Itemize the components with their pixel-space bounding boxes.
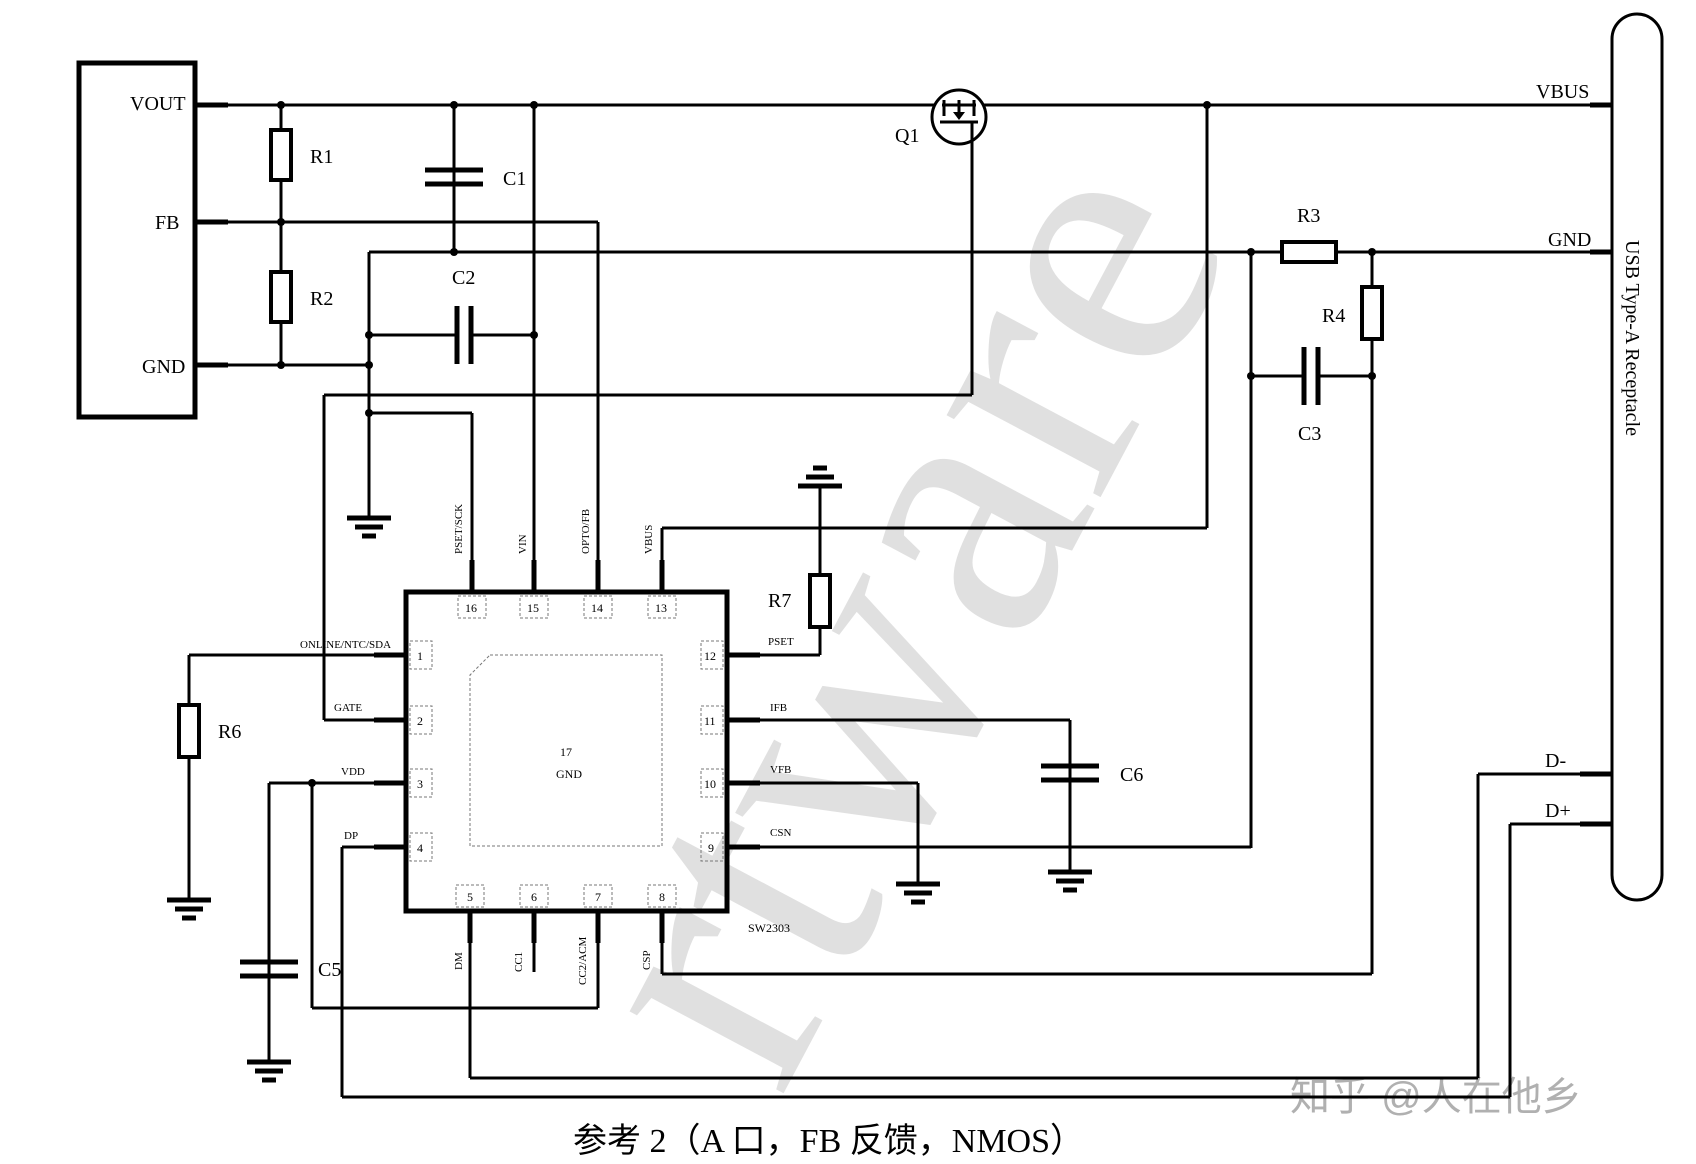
module-pin-gnd: GND xyxy=(142,356,185,378)
label-c6: C6 xyxy=(1120,764,1143,786)
pin-12-name: PSET xyxy=(768,636,794,648)
usb-connector xyxy=(1610,12,1664,902)
pin-15-num: 15 xyxy=(527,601,539,615)
pin-12-num: 12 xyxy=(704,649,716,663)
pin-15-name: VIN xyxy=(517,534,529,554)
label-c2: C2 xyxy=(452,267,475,289)
ic-sw2303 xyxy=(403,589,730,914)
pin-14-num: 14 xyxy=(591,601,603,615)
usb-pin-vbus: VBUS xyxy=(1536,81,1589,103)
pin-4-name: DP xyxy=(344,830,358,842)
label-r6: R6 xyxy=(218,721,241,743)
pin-1-name: ONLINE/NTC/SDA xyxy=(300,639,391,651)
label-c5: C5 xyxy=(318,959,341,981)
ic-bottom-pins: 5 6 7 8 DM CC1 CC2/ACM CSP xyxy=(453,884,677,985)
label-r7: R7 xyxy=(768,590,791,612)
ic-top-pins: 16 15 14 13 PSET/SCK VIN OPTO/FB VBUS xyxy=(453,504,677,619)
usb-pin-dminus: D- xyxy=(1545,750,1566,772)
pin-11-name: IFB xyxy=(770,702,787,714)
label-c3: C3 xyxy=(1298,423,1321,445)
pin-9-num: 9 xyxy=(708,841,714,855)
pin-3-name: VDD xyxy=(341,766,365,778)
label-c1: C1 xyxy=(503,168,526,190)
resistor-r7 xyxy=(808,573,832,629)
usb-pin-gnd: GND xyxy=(1548,229,1591,251)
watermark-large: rtware xyxy=(482,84,1309,1138)
pin-7-num: 7 xyxy=(595,890,601,904)
pin-13-name: VBUS xyxy=(643,525,655,554)
pin-16-num: 16 xyxy=(465,601,477,615)
pin-2-num: 2 xyxy=(417,714,423,728)
pin-5-name: DM xyxy=(453,952,465,970)
resistor-r6 xyxy=(177,703,201,759)
resistor-r4 xyxy=(1360,285,1384,341)
pin-8-name: CSP xyxy=(641,950,653,970)
usb-pin-dplus: D+ xyxy=(1545,800,1571,822)
label-r2: R2 xyxy=(310,288,333,310)
ic-center-num: 17 xyxy=(560,745,572,759)
pin-1-num: 1 xyxy=(417,649,423,663)
label-q1: Q1 xyxy=(895,125,919,147)
pin-5-num: 5 xyxy=(467,890,473,904)
ic-center-name: GND xyxy=(556,767,582,781)
pin-6-num: 6 xyxy=(531,890,537,904)
resistor-r1 xyxy=(269,128,293,182)
ic-part: SW2303 xyxy=(748,921,790,935)
label-r3: R3 xyxy=(1297,205,1320,227)
ic-left-pins: 1 2 3 4 ONLINE/NTC/SDA GATE VDD DP xyxy=(300,639,433,862)
pin-4-num: 4 xyxy=(417,841,423,855)
label-r1: R1 xyxy=(310,146,333,168)
caption: 参考 2（A 口，FB 反馈，NMOS） xyxy=(573,1122,1084,1160)
pin-2-name: GATE xyxy=(334,702,362,714)
resistor-r2 xyxy=(269,270,293,324)
power-module xyxy=(76,60,198,420)
ic-right-pins: 12 11 10 9 PSET IFB VFB CSN xyxy=(700,636,794,862)
pin-16-name: PSET/SCK xyxy=(453,504,465,554)
pin-7-name: CC2/ACM xyxy=(577,936,589,985)
pin-6-name: CC1 xyxy=(513,952,525,972)
pin-3-num: 3 xyxy=(417,777,423,791)
pin-14-name: OPTO/FB xyxy=(580,509,592,554)
pin-8-num: 8 xyxy=(659,890,665,904)
module-pin-vout: VOUT xyxy=(130,93,186,115)
resistor-r3 xyxy=(1280,240,1338,264)
pin-10-num: 10 xyxy=(704,777,716,791)
usb-title: USB Type-A Receptacle xyxy=(1621,240,1643,436)
label-r4: R4 xyxy=(1322,305,1345,327)
pin-9-name: CSN xyxy=(770,827,791,839)
module-pin-fb: FB xyxy=(155,212,179,234)
pin-10-name: VFB xyxy=(770,764,791,776)
pin-13-num: 13 xyxy=(655,601,667,615)
pin-11-num: 11 xyxy=(704,714,716,728)
